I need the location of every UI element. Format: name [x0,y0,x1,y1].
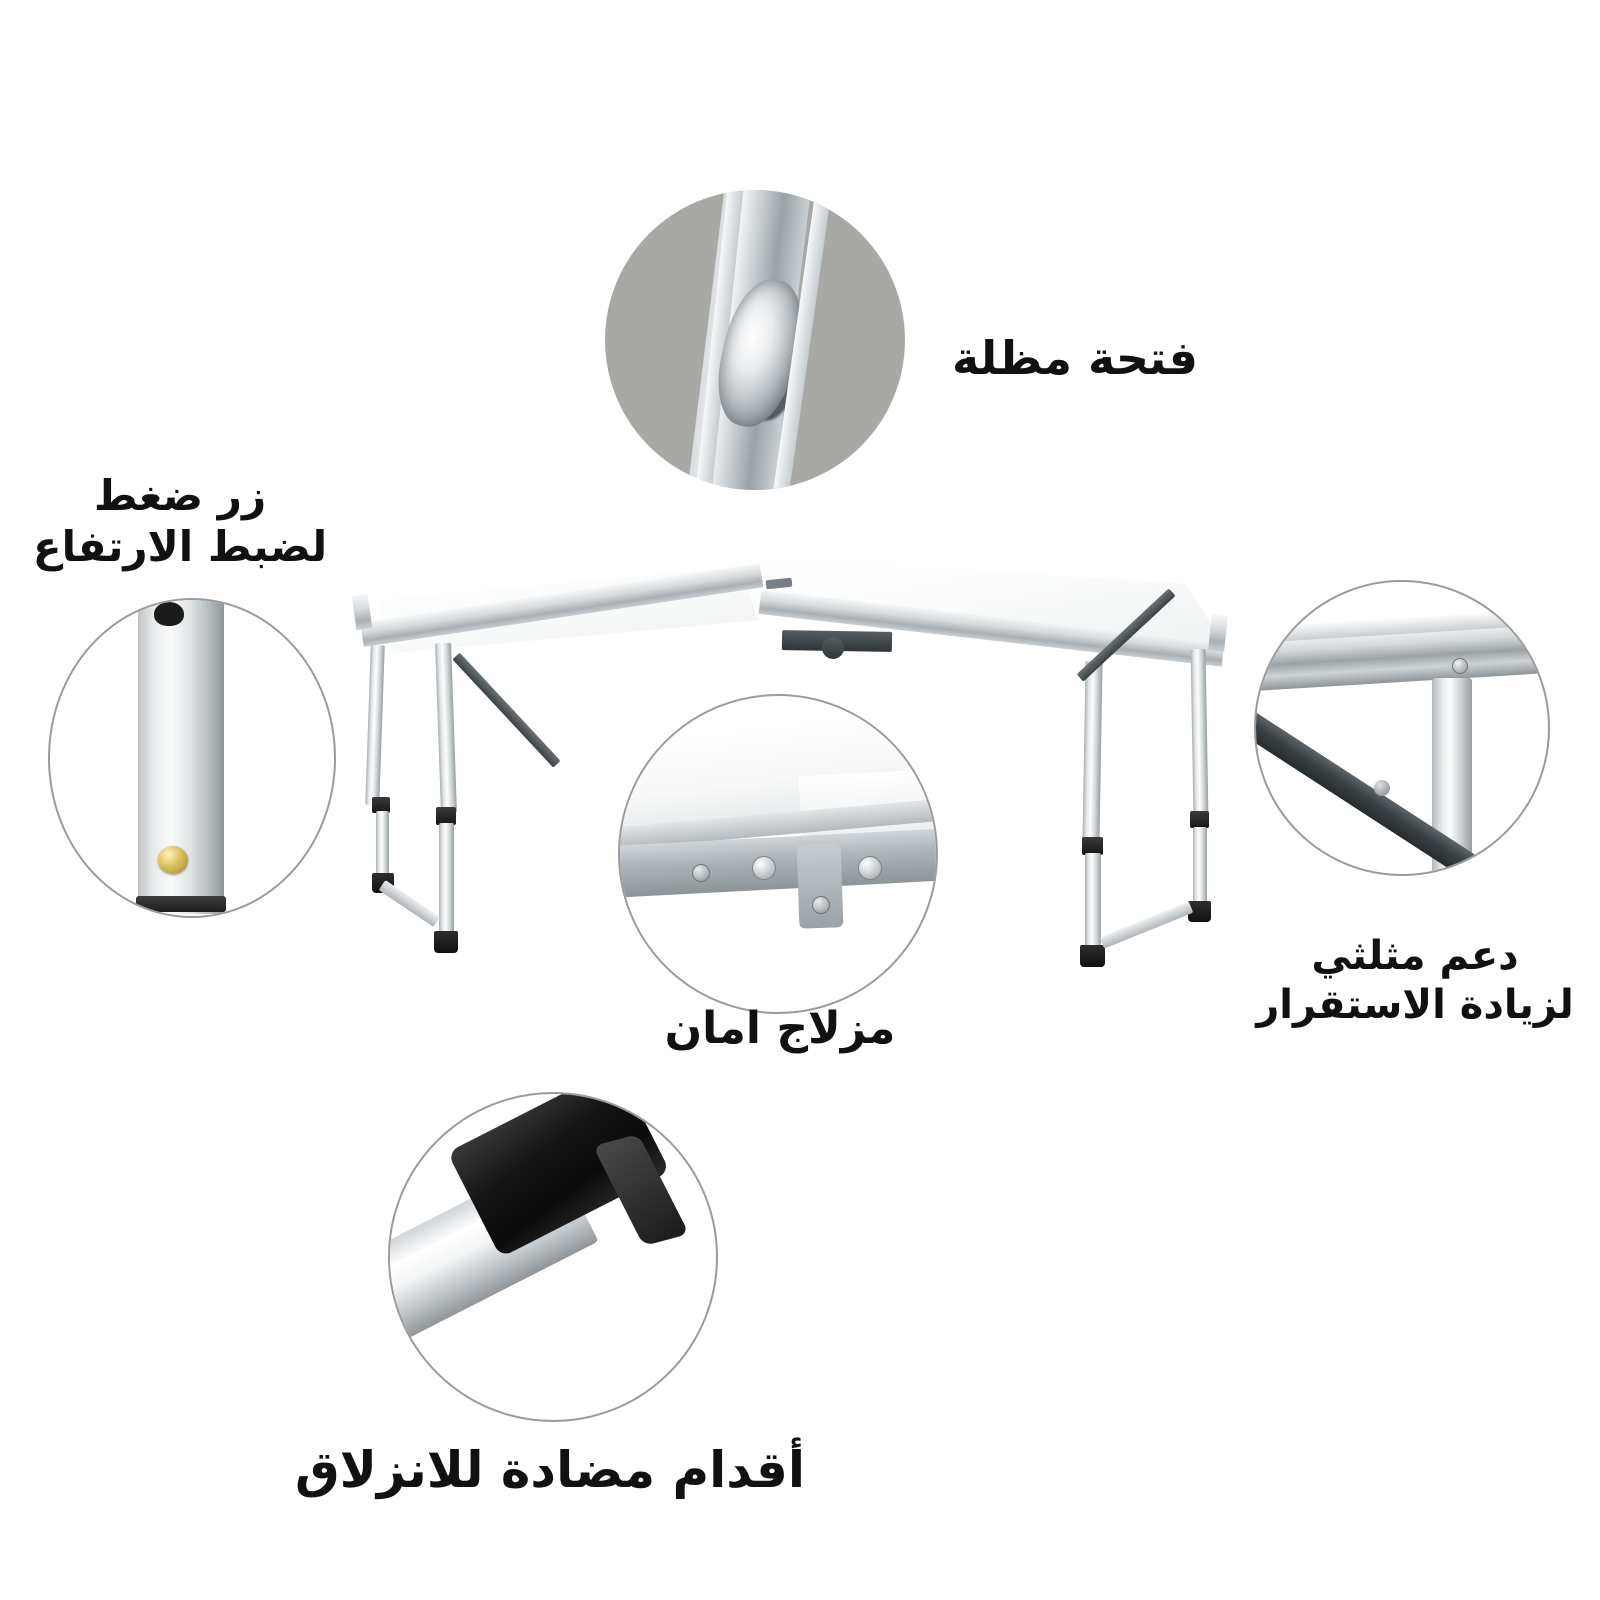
label-umbrella-hole: فتحة مظلة [952,331,1198,385]
callout-circle-safety-latch [618,694,938,1014]
foot-front-right [1080,945,1105,967]
latch-screw-left [692,864,710,882]
brace-rivet [1374,780,1390,796]
diagonal-support-left [452,652,561,768]
leg-back-left-upper [365,644,385,806]
label-safety-latch: مزلاج امان [664,1003,896,1054]
callout-circle-height-button [48,598,336,918]
leg-back-right-upper [1190,648,1209,818]
edge-rail-right-end [1208,614,1228,652]
latch-screw-center [812,896,830,914]
leg-collar-back-right [1190,811,1209,828]
hinge-pivot [822,637,844,659]
tube-top-opening-icon [154,602,184,626]
umbrella-hole-detail [605,190,905,490]
leg-collar-back-left [372,797,390,813]
callout-circle-triangle-support [1254,580,1550,876]
latch-bolt-right [858,856,882,880]
anti-slip-foot-detail [390,1094,716,1420]
leg-collar-front-right [1082,837,1103,855]
tube-collar [136,896,226,912]
triangular-support-detail [1256,582,1548,874]
leg-back-right-lower [1193,827,1207,905]
cross-brace-left [378,880,441,927]
leg-collar-front-left [436,807,456,825]
label-height-button: زر ضغط لضبط الارتفاع [32,471,328,572]
safety-latch-detail [620,696,936,1012]
foot-back-right [1188,901,1211,922]
label-triangle-support: دعم مثلثي لزيادة الاستقرار [1256,933,1574,1028]
brass-push-button [158,846,188,874]
leg-front-right-lower [1085,853,1101,949]
product-image-folding-table [330,545,1260,1045]
cross-brace-right [1099,901,1194,949]
edge-rail-left-end [351,594,373,630]
foot-front-left [434,931,458,953]
leg-back-left-lower [376,811,389,877]
leg-front-left-lower [439,823,454,935]
latch-bolt-left [752,856,776,880]
label-anti-slip-feet: أقدام مضادة للانزلاق [294,1441,806,1499]
callout-circle-umbrella-hole [605,190,905,490]
leg-front-left-upper [435,642,457,814]
height-adjust-button-detail [50,600,334,916]
callout-circle-anti-slip-foot [388,1092,718,1422]
leg-front-right-upper [1082,660,1103,844]
rail-screw [1452,658,1468,674]
